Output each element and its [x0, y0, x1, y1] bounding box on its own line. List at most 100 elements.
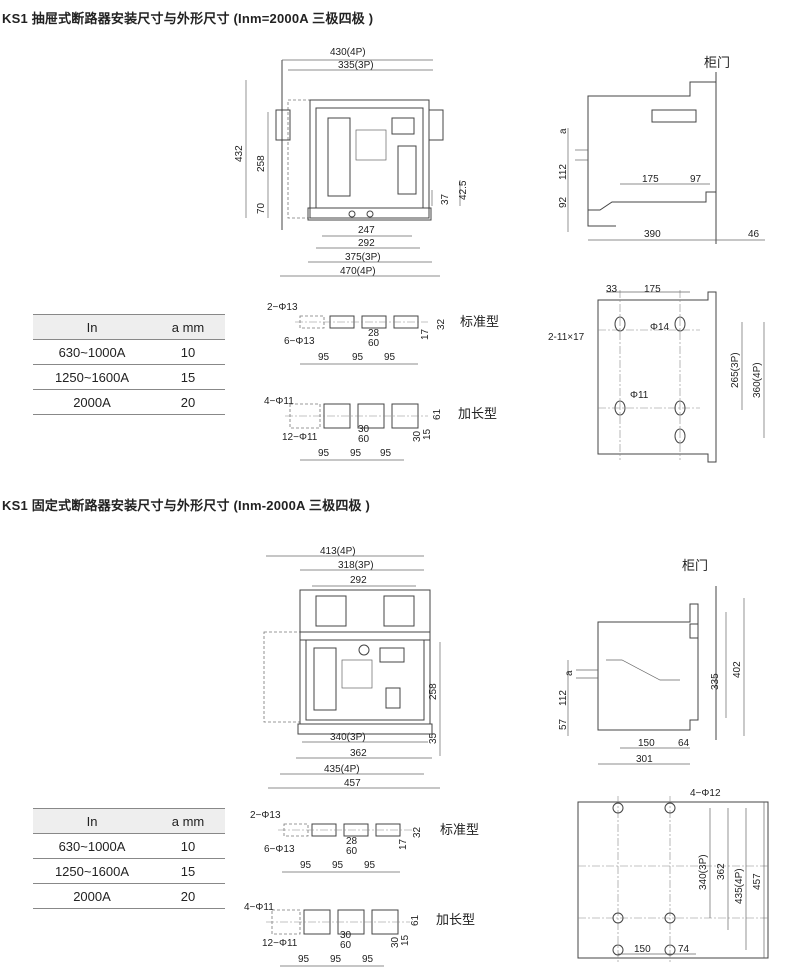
- dim-label: 4−Φ12: [690, 788, 721, 799]
- table-cell: 20: [151, 883, 225, 909]
- s2-front-view: 413(4P) 318(3P) 292 258 35 340(3P) 362 4…: [263, 546, 441, 789]
- terminal-type-label: 标准型: [440, 822, 479, 837]
- table-row: 2000A 20: [33, 883, 225, 909]
- table-cell: 10: [151, 833, 225, 859]
- dim-label: 2−Φ13: [267, 302, 298, 313]
- dim-label: 258: [256, 155, 267, 172]
- dim-label: 64: [678, 738, 690, 749]
- dim-label: 92: [558, 196, 569, 208]
- dim-label: 12−Φ11: [282, 432, 318, 443]
- table-cell: 2000A: [33, 883, 151, 909]
- dim-label: 95: [300, 860, 312, 871]
- table-row: 2000A 20: [33, 389, 225, 415]
- dim-label: 265(3P): [730, 352, 741, 388]
- dim-label: 95: [350, 448, 362, 459]
- dim-label: 32: [412, 826, 423, 838]
- dim-label: 30: [412, 430, 423, 442]
- dim-label: Φ11: [630, 390, 649, 401]
- dim-label: 95: [380, 448, 392, 459]
- table-cell: 2000A: [33, 389, 151, 415]
- table-header-row: In a mm: [33, 808, 225, 834]
- cabinet-door-label: 柜门: [704, 55, 730, 70]
- dim-label: 4−Φ11: [244, 902, 274, 913]
- header-in: In: [33, 808, 151, 834]
- dim-label: 470(4P): [340, 266, 376, 277]
- dim-label: 435(4P): [324, 764, 360, 775]
- dim-label: 42.5: [458, 180, 469, 200]
- dim-label: 335(3P): [338, 60, 374, 71]
- table-cell: 20: [151, 389, 225, 415]
- dim-label: 150: [638, 738, 655, 749]
- dim-label: 112: [558, 690, 569, 706]
- s1-mounting-plan: 33 175 2-11×17 Φ14 Φ11 265(3P) 360(4P): [548, 284, 765, 463]
- dim-label: 2-11×17: [548, 332, 585, 343]
- cabinet-door-label: 柜门: [682, 558, 708, 573]
- dim-label: 95: [364, 860, 376, 871]
- dim-label: 57: [558, 718, 569, 730]
- dim-label: 33: [606, 284, 618, 295]
- dim-label: 37: [440, 193, 451, 205]
- dim-label: 95: [318, 352, 330, 363]
- section1-spec-table: In a mm 630~1000A 10 1250~1600A 15 2000A…: [33, 314, 225, 415]
- section2-spec-table: In a mm 630~1000A 10 1250~1600A 15 2000A…: [33, 808, 225, 909]
- table-row: 630~1000A 10: [33, 833, 225, 859]
- dim-label: 30: [340, 930, 352, 941]
- table-cell: 1250~1600A: [33, 364, 151, 390]
- dim-label: 318(3P): [338, 560, 374, 571]
- table-cell: 1250~1600A: [33, 858, 151, 884]
- s2-terminal-standard: 2−Φ13 6−Φ13 28 60 32 17 95 95 95 标准型: [250, 810, 479, 873]
- terminal-type-label: 加长型: [458, 406, 497, 421]
- s2-terminal-extended: 4−Φ11 12−Φ11 30 60 61 30 15 95 95 95 加长型: [244, 902, 475, 967]
- dim-label: 413(4P): [320, 546, 356, 557]
- dim-label: 390: [644, 229, 661, 240]
- dim-label: 362: [716, 863, 727, 880]
- dim-label: 340(3P): [698, 854, 709, 890]
- table-row: 1250~1600A 15: [33, 858, 225, 884]
- table-cell: 630~1000A: [33, 339, 151, 365]
- dim-label: 97: [690, 174, 702, 185]
- dim-label: a: [558, 128, 569, 134]
- terminal-type-label: 标准型: [460, 314, 499, 329]
- dim-label: Φ14: [650, 322, 670, 333]
- dim-label: 175: [642, 174, 659, 185]
- dim-label: 375(3P): [345, 252, 381, 263]
- dim-label: 95: [298, 954, 310, 965]
- header-in: In: [33, 314, 151, 340]
- dim-label: 28: [346, 836, 358, 847]
- dim-label: 112: [558, 164, 569, 180]
- dim-label: 247: [358, 225, 375, 236]
- s1-front-view: 430(4P) 335(3P) 432 258 70 37 42.5 247 2…: [234, 47, 469, 277]
- dim-label: 95: [362, 954, 374, 965]
- dim-label: 292: [350, 575, 367, 586]
- dim-label: 61: [432, 408, 443, 420]
- terminal-type-label: 加长型: [436, 912, 475, 927]
- dim-label: 28: [368, 328, 380, 339]
- dim-label: 258: [428, 683, 439, 700]
- dim-label: 4−Φ11: [264, 396, 294, 407]
- dim-label: 12−Φ11: [262, 938, 298, 949]
- dim-label: 335: [710, 673, 721, 690]
- dim-label: 61: [410, 914, 421, 926]
- dim-label: 175: [644, 284, 661, 295]
- dim-label: 457: [752, 873, 763, 890]
- dim-label: 60: [368, 338, 380, 349]
- s1-terminal-extended: 4−Φ11 12−Φ11 30 60 61 30 15 95 95 95 加长型: [264, 396, 497, 461]
- dim-label: 60: [346, 846, 358, 857]
- dim-label: 60: [340, 940, 352, 951]
- s1-terminal-standard: 2−Φ13 6−Φ13 28 60 32 17 95 95 95 标准型: [267, 302, 499, 365]
- dim-label: 301: [636, 754, 653, 765]
- dim-label: 60: [358, 434, 370, 445]
- dim-label: 30: [358, 424, 370, 435]
- dim-label: 32: [436, 318, 447, 330]
- dim-label: 95: [332, 860, 344, 871]
- dim-label: 457: [344, 778, 361, 789]
- dim-label: 30: [390, 936, 401, 948]
- dim-label: 362: [350, 748, 367, 759]
- dim-label: a: [564, 670, 575, 676]
- s2-mounting-plan: 4−Φ12 340(3P) 362 435(4P) 457 150 74: [577, 788, 769, 964]
- dim-label: 17: [420, 328, 431, 340]
- section2-title: KS1 固定式断路器安装尺寸与外形尺寸 (Inm-2000A 三极四极 ): [2, 498, 371, 513]
- dim-label: 95: [352, 352, 364, 363]
- dim-label: 402: [732, 661, 743, 678]
